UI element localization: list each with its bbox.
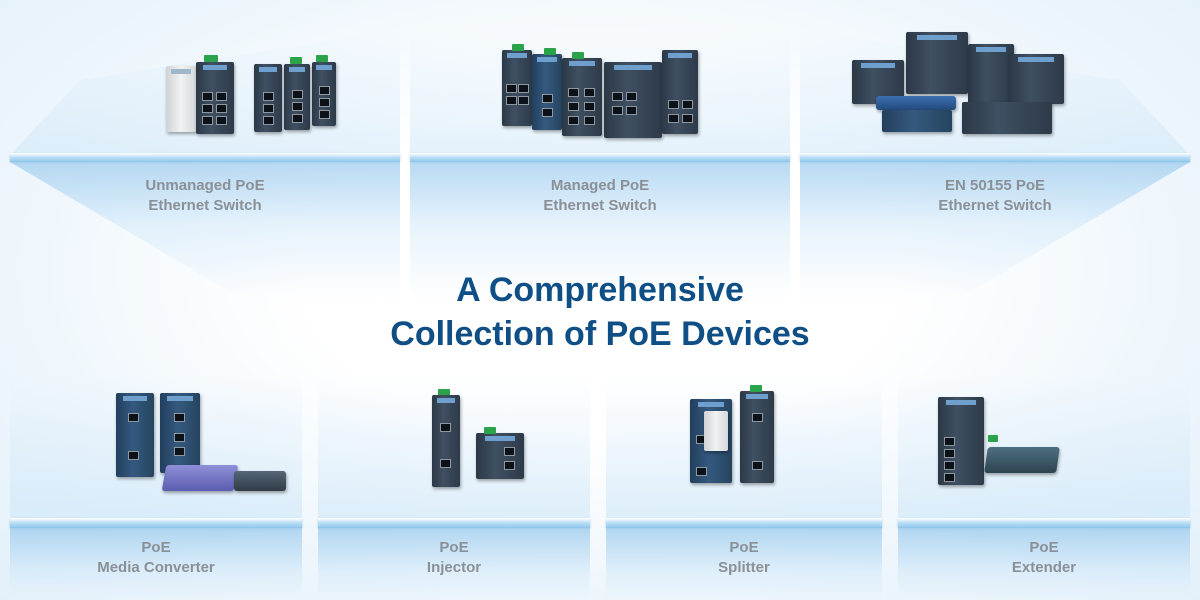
device-switch [876,96,956,110]
shelf-beam [10,153,400,162]
category-label-line2: Splitter [718,559,770,576]
terminal-block [572,52,584,59]
device-converter [116,393,154,477]
category-label: PoE Extender [898,538,1190,578]
category-label: PoE Injector [318,538,590,578]
device-switch [166,66,196,132]
shelf-beam [606,518,882,528]
category-label: Unmanaged PoE Ethernet Switch [10,176,400,216]
device-converter [160,393,200,473]
category-label-line2: Ethernet Switch [543,197,657,214]
device-switch [532,54,562,130]
category-unmanaged-poe-switch[interactable]: Unmanaged PoE Ethernet Switch [10,30,400,300]
category-label-line1: PoE [439,539,469,556]
category-label-line1: EN 50155 PoE [944,177,1046,194]
category-poe-extender[interactable]: PoE Extender [898,375,1190,600]
category-label-line2: Extender [1011,559,1077,576]
device-switch [502,50,532,126]
category-label: PoE Media Converter [10,538,302,578]
shelf-floor [10,528,302,600]
shelf-floor [318,528,590,600]
device-converter [234,471,286,491]
shelf-beam [800,153,1190,162]
category-label-line1: PoE [141,539,171,556]
product-image-injectors [428,389,548,507]
category-label: PoE Splitter [606,538,882,578]
shelf-beam [10,518,302,528]
device-switch [662,50,698,134]
terminal-block [204,55,218,62]
device-switch [312,62,336,126]
category-label-line2: Injector [426,559,482,576]
page-title: A Comprehensive Collection of PoE Device… [0,268,1200,356]
product-image-en50155-switches [848,32,1068,150]
device-switch [284,64,310,130]
category-label-line1: Unmanaged PoE [145,177,265,194]
product-image-managed-switches [500,44,700,156]
page-title-line1: A Comprehensive [456,271,744,309]
category-label-line1: PoE [1029,539,1059,556]
shelf-beam [410,153,790,162]
device-extender [984,447,1060,473]
device-switch [968,44,1014,106]
terminal-block [290,57,302,64]
product-image-unmanaged-switches [160,50,340,160]
device-switch [254,64,282,132]
category-label: EN 50155 PoE Ethernet Switch [800,176,1190,216]
device-switch [906,32,968,94]
category-managed-poe-switch[interactable]: Managed PoE Ethernet Switch [410,30,790,300]
terminal-block [988,435,998,442]
shelf-floor [606,528,882,600]
category-poe-splitter[interactable]: PoE Splitter [606,375,882,600]
category-label-line2: Ethernet Switch [938,197,1052,214]
device-switch [604,62,662,138]
product-image-media-converters [114,391,294,509]
category-label-line2: Media Converter [97,559,215,576]
device-switch [1008,54,1064,104]
category-poe-media-converter[interactable]: PoE Media Converter [10,375,302,600]
device-converter [161,465,239,491]
device-injector [432,395,460,487]
product-image-splitters [688,385,788,507]
category-label: Managed PoE Ethernet Switch [410,176,790,216]
device-switch [882,110,952,132]
category-en50155-poe-switch[interactable]: EN 50155 PoE Ethernet Switch [800,30,1190,300]
shelf-beam [318,518,590,528]
shelf-floor [410,162,790,300]
device-switch [962,102,1052,134]
terminal-block [750,385,762,392]
product-image-extenders [936,395,1066,507]
shelf-floor [898,528,1190,600]
device-injector [476,433,524,479]
terminal-block [512,44,524,51]
device-splitter [740,391,774,483]
category-label-line2: Ethernet Switch [148,197,262,214]
category-label-line1: PoE [729,539,759,556]
terminal-block [484,427,496,434]
device-switch [562,58,602,136]
category-poe-injector[interactable]: PoE Injector [318,375,590,600]
category-label-line1: Managed PoE [550,177,650,194]
shelf-beam [898,518,1190,528]
device-switch [196,62,234,134]
page-title-line2: Collection of PoE Devices [390,315,810,353]
terminal-block [544,48,556,55]
terminal-block [316,55,328,62]
device-extender [938,397,984,485]
terminal-block [438,389,450,396]
shelf-wall [10,375,302,519]
device-label-plate [704,411,728,451]
